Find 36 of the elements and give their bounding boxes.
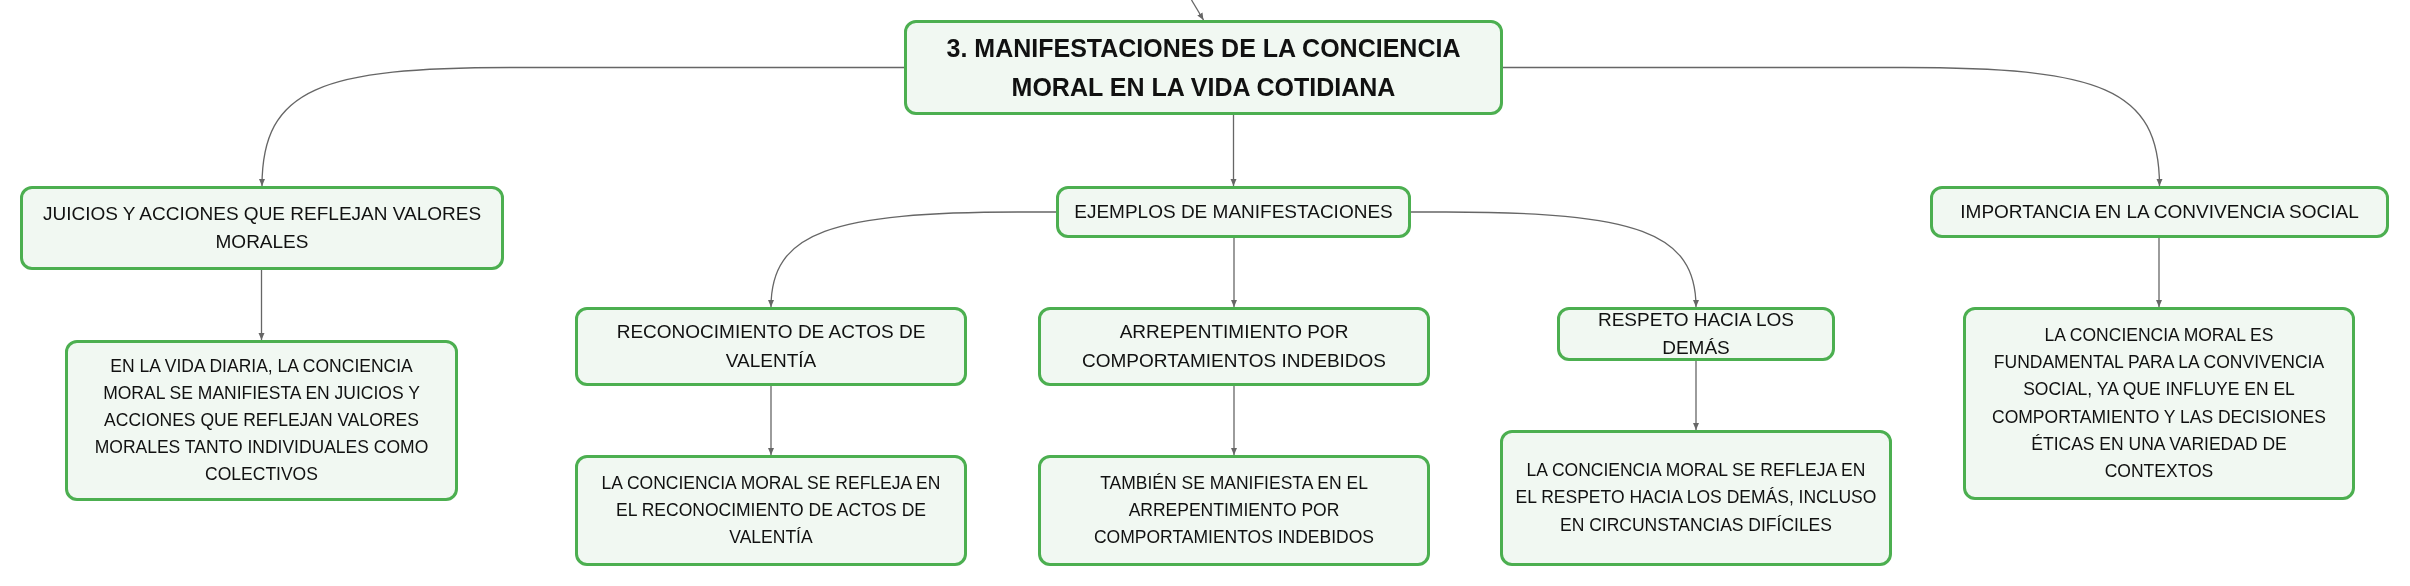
node-text: ARREPENTIMIENTO POR COMPORTAMIENTOS INDEBIDOS [1080,320,1387,373]
node-text: RECONOCIMIENTO DE ACTOS DE VALENTÍA [615,320,927,373]
topic-box [575,307,967,386]
topic-box [1930,186,2389,238]
node-text: LA CONCIENCIA MORAL SE REFLEJA EN EL RECONOCIMIENTO DE ACTOS DE VALENTÍA [600,471,942,550]
node-text: JUICIOS Y ACCIONES QUE REFLEJAN VALORES MORALES [41,201,483,254]
detail-box [1963,307,2355,500]
connector-arrow [1410,211,1699,308]
topic-box [1056,186,1411,238]
node-text: LA CONCIENCIA MORAL SE REFLEJA EN EL RESPETO HACIA LOS DEMÁS, INCLUSO EN CIRCUNSTANCIAS DIFÍCILES [1515,459,1877,537]
connector-arrow [1231,237,1237,308]
connector-arrow [2156,237,2162,308]
connector-arrow [258,269,265,341]
connector-arrow [259,66,905,187]
connector-arrow [768,211,1057,308]
central-topic-box [904,20,1503,115]
topic-box [20,186,504,270]
detail-box [575,455,967,566]
detail-box [1038,455,1430,566]
node-text: LA CONCIENCIA MORAL ES FUNDAMENTAL PARA LA CONVIVENCIA SOCIAL, YA QUE INFLUYE EN EL COMPORTAMIENTO Y LAS DECISIONES ÉTICAS EN UNA VARIEDAD DE CONTEXTOS [1991,324,2327,483]
connector-arrow [1231,385,1237,456]
topic-box [1557,307,1835,361]
connector-arrow [1693,360,1699,431]
node-text: RESPETO HACIA LOS DEMÁS [1596,307,1796,360]
node-text: 3. MANIFESTACIONES DE LA CONCIENCIA MORAL EN LA VIDA COTIDIANA [945,32,1462,103]
topic-box [1038,307,1430,386]
node-text: IMPORTANCIA EN LA CONVIVENCIA SOCIAL [1960,199,2359,224]
connector-arrow [1502,66,2163,187]
connector-arrow [1190,0,1205,21]
node-text: TAMBIÉN SE MANIFIESTA EN EL ARREPENTIMIENTO POR COMPORTAMIENTOS INDEBIDOS [1092,471,1375,550]
connector-arrow [768,385,774,456]
node-text: EJEMPLOS DE MANIFESTACIONES [1074,199,1393,224]
connector-arrow [1230,114,1237,187]
detail-box [1500,430,1892,566]
node-text: EN LA VIDA DIARIA, LA CONCIENCIA MORAL SE MANIFIESTA EN JUICIOS Y ACCIONES QUE REFLEJAN VALORES MORALES TANTO INDIVIDUALES COMO COLECTIVOS [93,354,430,487]
detail-box [65,340,458,501]
